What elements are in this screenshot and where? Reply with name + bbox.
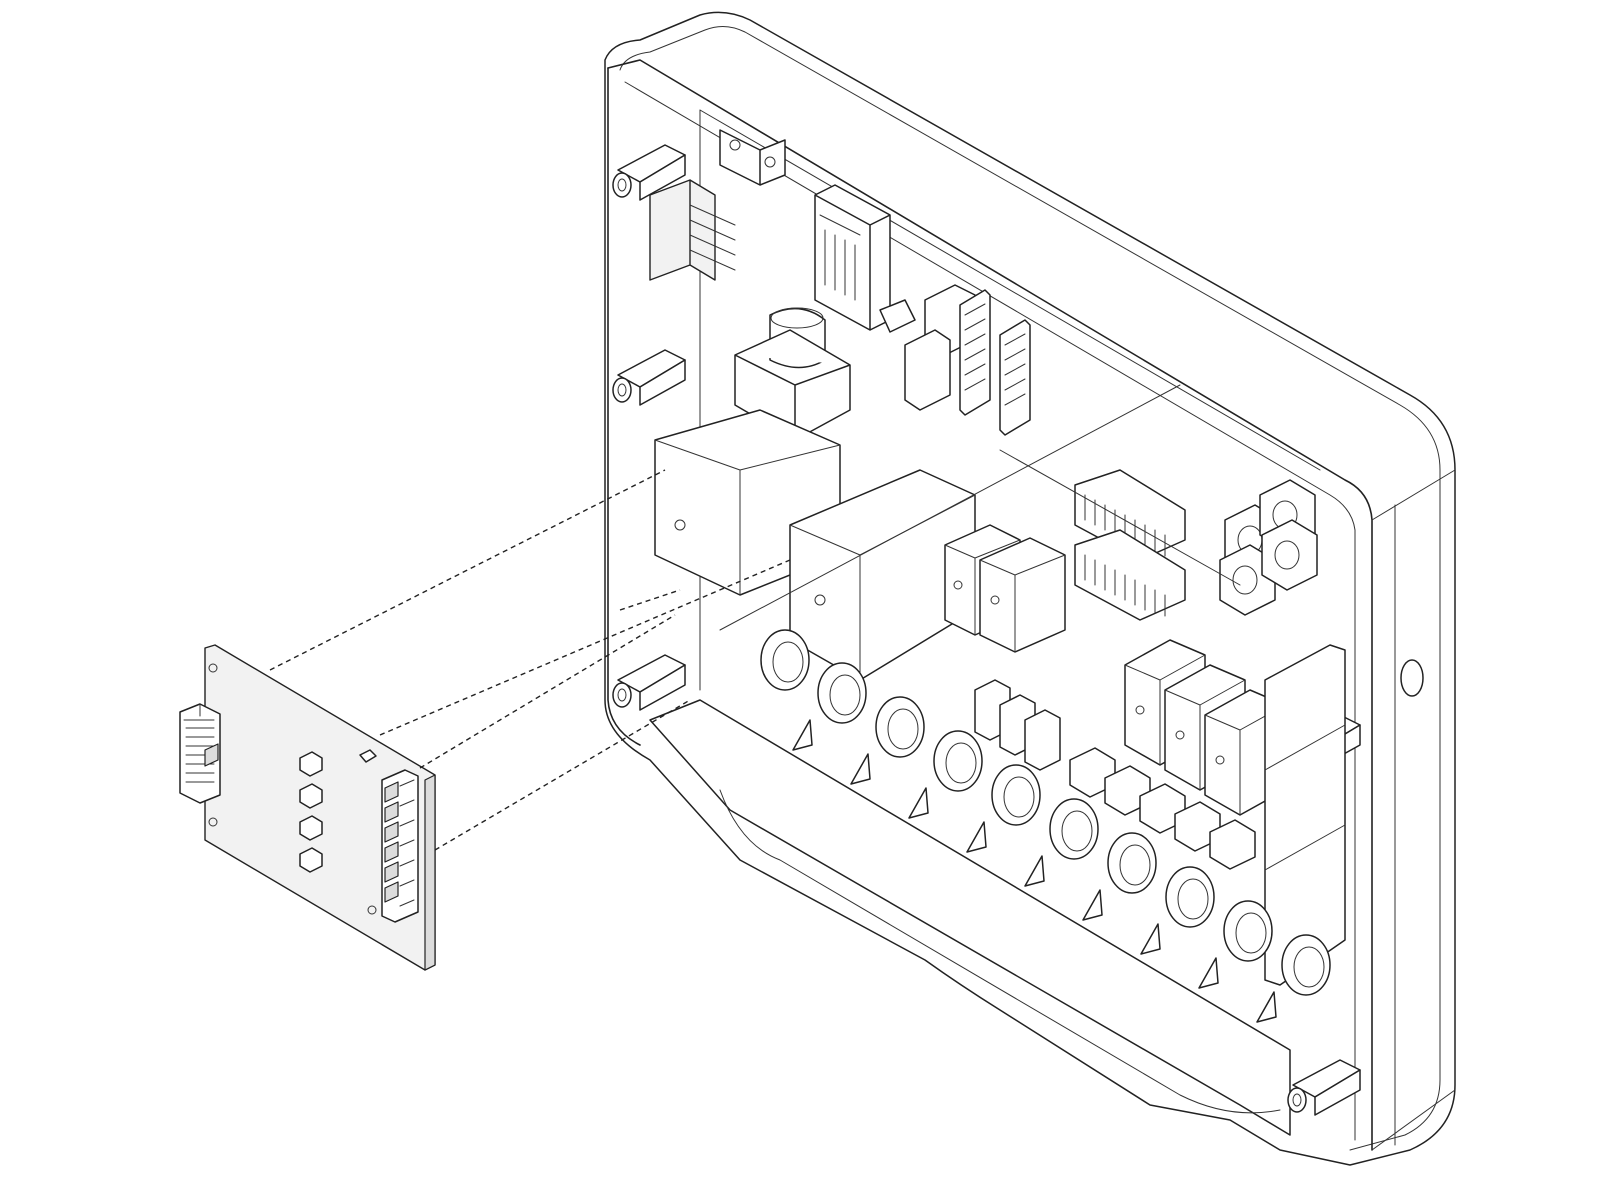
cable-gland xyxy=(1165,866,1215,928)
heatsink-fins xyxy=(689,204,736,271)
ribbon-connector xyxy=(179,703,221,804)
cable-gland xyxy=(1281,934,1331,996)
transformer-slots xyxy=(819,214,861,301)
enclosure-side-hole xyxy=(1400,659,1424,697)
board-components xyxy=(299,751,323,873)
enclosure-front-inner-edge xyxy=(624,81,1356,1141)
rj-socket xyxy=(1261,519,1318,591)
board-mount-hole xyxy=(208,817,218,827)
cable-gland xyxy=(1223,900,1273,962)
relay-block xyxy=(979,537,1066,653)
guide-line xyxy=(434,699,691,851)
top-terminal xyxy=(719,129,786,186)
enclosure-side-panel xyxy=(1371,469,1456,1151)
cable-gland xyxy=(1049,798,1099,860)
cable-gland xyxy=(817,662,867,724)
terminal-block xyxy=(1074,529,1186,621)
mounting-lug xyxy=(612,654,686,711)
board-edge xyxy=(424,774,436,971)
cable-gland xyxy=(991,764,1041,826)
assembly-guide-lines xyxy=(269,384,1241,851)
enclosure-left-edge xyxy=(607,67,641,746)
relay-blocks xyxy=(654,409,1346,986)
ribbon-connector xyxy=(959,289,991,416)
guide-line xyxy=(379,559,791,736)
guide-line xyxy=(999,449,1241,586)
cable-glands xyxy=(760,629,1331,996)
enclosure-front-top-edge xyxy=(607,59,1373,1151)
cable-gland xyxy=(875,696,925,758)
knockout-tabs xyxy=(792,719,1277,1023)
guide-line xyxy=(269,469,666,671)
terminal-row xyxy=(1069,747,1256,870)
heatsink-block xyxy=(649,179,716,281)
cable-gland xyxy=(1107,832,1157,894)
guide-line xyxy=(619,589,681,611)
mounting-lug xyxy=(612,349,686,406)
screw-terminals xyxy=(974,679,1061,771)
board-mount-hole xyxy=(367,905,377,915)
ribbon-connector xyxy=(999,319,1031,436)
expansion-circuit-board xyxy=(179,644,436,971)
upper-components xyxy=(649,129,1031,441)
cable-gland xyxy=(760,629,810,691)
board-pin xyxy=(359,749,377,763)
small-component xyxy=(904,329,951,411)
small-component xyxy=(879,299,916,333)
guide-line xyxy=(419,614,676,769)
terminal-blocks xyxy=(974,469,1318,870)
relay-block xyxy=(1264,644,1346,986)
mounting-lug xyxy=(1287,1059,1361,1116)
transformer-block xyxy=(814,184,891,331)
enclosure-bottom-lip xyxy=(719,789,1281,1114)
board-terminal-strip xyxy=(381,769,419,923)
mounting-lug xyxy=(612,144,686,201)
board-mount-hole xyxy=(208,663,218,673)
cable-gland xyxy=(933,730,983,792)
guide-line xyxy=(719,384,1181,631)
enclosure-bottom-panel xyxy=(649,699,1291,1136)
